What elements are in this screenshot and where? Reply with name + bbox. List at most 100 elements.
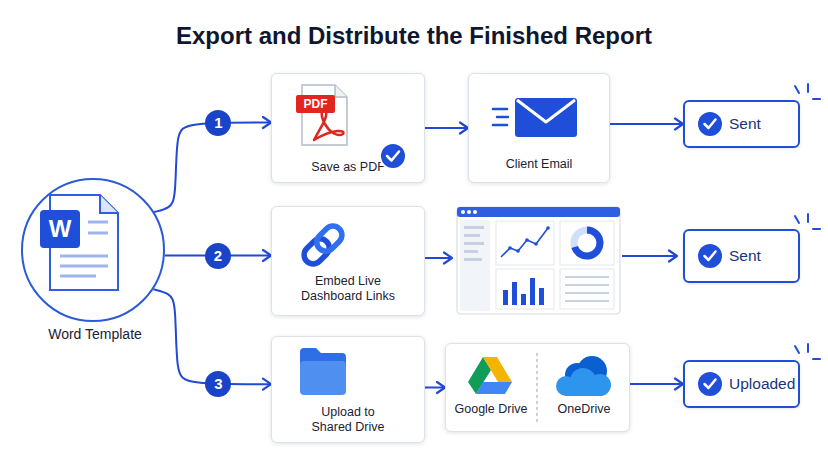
shape-part (565, 284, 609, 286)
text-line (88, 221, 108, 224)
shape-part (570, 368, 596, 394)
window-dot (461, 210, 465, 214)
shape-part (503, 290, 508, 305)
chart-panel (496, 269, 554, 309)
burst-mark (795, 84, 820, 359)
flow-arrow (425, 257, 452, 259)
table-rows (565, 277, 609, 301)
channel-box: Client Email (468, 73, 610, 183)
shape-part (807, 84, 809, 92)
window-dot (467, 210, 471, 214)
shape-part (313, 222, 346, 255)
shape-part (813, 358, 820, 360)
word-badge (40, 210, 80, 248)
node-label: Embed Live Dashboard Links (293, 274, 403, 304)
step-box: Embed Live Dashboard Links (271, 206, 425, 316)
shape-part (795, 86, 799, 93)
node-label: OneDrive (544, 402, 624, 417)
shape-part (464, 234, 480, 237)
shape-part (813, 228, 820, 230)
shape-part (521, 294, 526, 305)
line-chart (501, 228, 548, 257)
table-panel (560, 269, 614, 309)
check-mark (705, 120, 716, 129)
node-label: Save as PDF (272, 160, 424, 175)
status-check (698, 372, 722, 396)
flow-connector (165, 255, 271, 257)
donut-ring (574, 230, 600, 256)
shape-part (512, 282, 517, 305)
shape-part (525, 238, 529, 242)
shape-part (530, 278, 535, 305)
chart-panel (560, 221, 614, 265)
shape-part (565, 276, 609, 278)
bar-chart (503, 278, 544, 305)
shape-part (565, 300, 609, 302)
link-icon (300, 222, 345, 267)
text-line (60, 255, 108, 258)
status-box: Uploaded (683, 360, 800, 408)
diagram-title: Export and Distribute the Finished Repor… (0, 22, 828, 50)
shape-part (516, 249, 520, 253)
source-circle: Word Template (21, 178, 165, 322)
step-box: Upload to Shared Drive (271, 336, 425, 443)
drive-logo (468, 357, 491, 394)
node-label: Sent (729, 246, 797, 266)
shape-part (577, 356, 607, 386)
flow-connector (154, 123, 271, 213)
page-fold (335, 85, 347, 97)
onedrive-logo (556, 368, 611, 396)
node-label: Client Email (469, 157, 609, 172)
drive-logo (476, 382, 512, 394)
speed-line (493, 124, 507, 127)
text-line (60, 265, 108, 268)
pdf-badge (296, 95, 335, 113)
flow-connector (610, 123, 683, 125)
pdf-page (302, 85, 347, 145)
shape-part (589, 374, 611, 396)
sidebar-items (464, 226, 484, 261)
node-label: Word Template (3, 326, 187, 343)
text-line (88, 232, 108, 235)
node-label: Google Drive (446, 402, 536, 417)
folder-front (300, 361, 346, 395)
shape-part (556, 376, 576, 396)
flow-connector (425, 127, 468, 129)
check-mark (705, 252, 716, 261)
shape-part (566, 384, 602, 396)
check-badge (380, 143, 406, 169)
shape-part (565, 292, 609, 294)
flow-connector (153, 289, 271, 384)
node-label: Sent (729, 114, 797, 134)
shape-part (464, 250, 478, 253)
node-label: Upload to Shared Drive (300, 405, 396, 435)
chart-dots (508, 226, 550, 253)
shape-part (464, 226, 484, 229)
shape-part (534, 242, 538, 246)
flow-arrow (622, 255, 677, 257)
divider (537, 353, 538, 422)
window-bar (457, 207, 620, 217)
shape-part (508, 246, 512, 250)
shape-part (807, 344, 809, 352)
shape-part (795, 346, 799, 353)
text-line (60, 275, 96, 278)
chart-panel (496, 221, 554, 265)
envelope-flap (517, 100, 575, 122)
window-dot (473, 210, 477, 214)
flow-connector (630, 383, 683, 385)
drive-logo (483, 357, 512, 382)
step-box: Save as PDF (271, 73, 425, 183)
donut-chart (575, 230, 600, 256)
shape-part (300, 235, 333, 268)
shape-part (807, 214, 809, 222)
dashboard-window (457, 207, 620, 314)
document-icon (50, 195, 118, 290)
flow-connector (425, 387, 445, 389)
shape-part (565, 363, 589, 387)
shape-part (813, 98, 820, 100)
status-check (698, 244, 722, 268)
check-mark (705, 380, 716, 389)
